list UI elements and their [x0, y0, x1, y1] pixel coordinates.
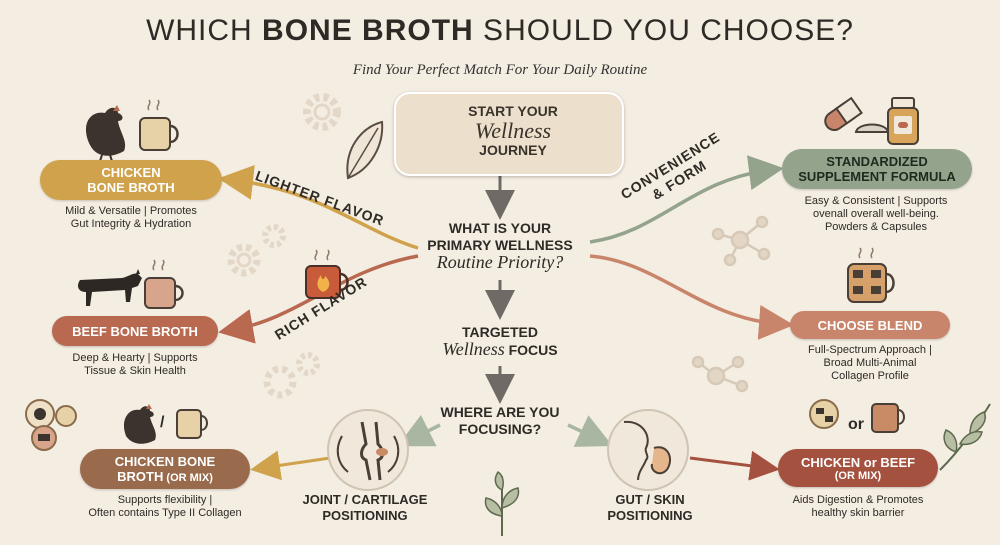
chicken-description: Mild & Versatile | Promotes Gut Integrit… — [65, 205, 197, 230]
focusing-question: WHERE ARE YOU FOCUSING? — [440, 404, 560, 437]
curve-joint-to-mix — [250, 450, 331, 481]
chicken-or-beef-pill: CHICKEN or BEEF (OR MIX) — [778, 449, 938, 487]
curve-convenience — [589, 155, 784, 244]
chicken-icon — [123, 404, 156, 444]
molecule-icon — [691, 355, 749, 393]
targeted-focus: TARGETED Wellness FOCUS — [442, 324, 558, 359]
joint-cartilage-label: JOINT / CARTILAGE POSITIONING — [302, 492, 428, 523]
mug-icon — [176, 409, 208, 439]
mix-description: Supports flexibility | Often contains Ty… — [88, 494, 242, 519]
start-box — [394, 92, 624, 176]
start-label: START YOUR Wellness JOURNEY — [458, 104, 568, 158]
blend-description: Full-Spectrum Approach | Broad Multi-Ani… — [808, 344, 932, 382]
page-subtitle: Find Your Perfect Match For Your Daily R… — [352, 62, 648, 78]
flame-mug-icon — [305, 249, 349, 299]
gear-icon — [263, 365, 297, 399]
chicken-icon — [85, 105, 126, 162]
mug-icon — [139, 99, 179, 151]
knee-joint-icon — [327, 409, 409, 491]
curve-gut — [567, 415, 613, 447]
slash-separator: / — [160, 414, 165, 431]
mug-icon — [847, 247, 895, 303]
pill-bottle-icon — [824, 96, 919, 145]
supplement-description: Easy & Consistent | Supports ovenall ove… — [804, 195, 948, 233]
or-separator: or — [848, 416, 864, 433]
standardized-supplement-pill: STANDARDIZED SUPPLEMENT FORMULA — [782, 149, 972, 189]
molecule-icon — [711, 215, 771, 267]
chicken-icon — [809, 399, 839, 429]
gear-icon — [262, 224, 286, 248]
chicken-or-beef-description: Aids Digestion & Promotes healthy skin b… — [792, 494, 924, 519]
curve-blend — [589, 254, 794, 340]
gear-icon — [296, 352, 320, 376]
start-line3: JOURNEY — [479, 142, 547, 158]
cow-icon — [78, 269, 142, 306]
primary-question: WHAT IS YOUR PRIMARY WELLNESS Routine Pr… — [427, 220, 573, 272]
chicken-bone-broth-pill: CHICKEN BONE BROTH — [40, 160, 222, 200]
start-line1: START YOUR — [468, 103, 558, 119]
beef-description: Deep & Hearty | Supports Tissue & Skin H… — [72, 352, 198, 377]
gear-icon — [303, 93, 341, 131]
feather-icon — [346, 120, 384, 180]
choose-blend-pill: CHOOSE BLEND — [790, 311, 950, 339]
curve-gut-to-cb — [689, 450, 780, 481]
curve-lighter-flavor — [218, 164, 419, 250]
face-stomach-icon — [607, 409, 689, 491]
curve-joint — [397, 414, 441, 447]
chicken-icon — [25, 399, 77, 451]
mug-icon — [144, 259, 184, 309]
mug-icon — [871, 403, 905, 433]
leaf-icon — [484, 470, 520, 536]
chicken-bone-broth-mix-pill: CHICKEN BONE BROTH (OR MIX) — [80, 449, 250, 489]
page-title: WHICH BONE BROTH SHOULD YOU CHOOSE? — [146, 14, 854, 47]
leaf-icon — [939, 403, 991, 471]
start-line2: Wellness — [474, 118, 552, 143]
gear-icon — [227, 243, 261, 277]
beef-bone-broth-pill: BEEF BONE BROTH — [52, 316, 218, 346]
gut-skin-label: GUT / SKIN POSITIONING — [607, 492, 693, 523]
